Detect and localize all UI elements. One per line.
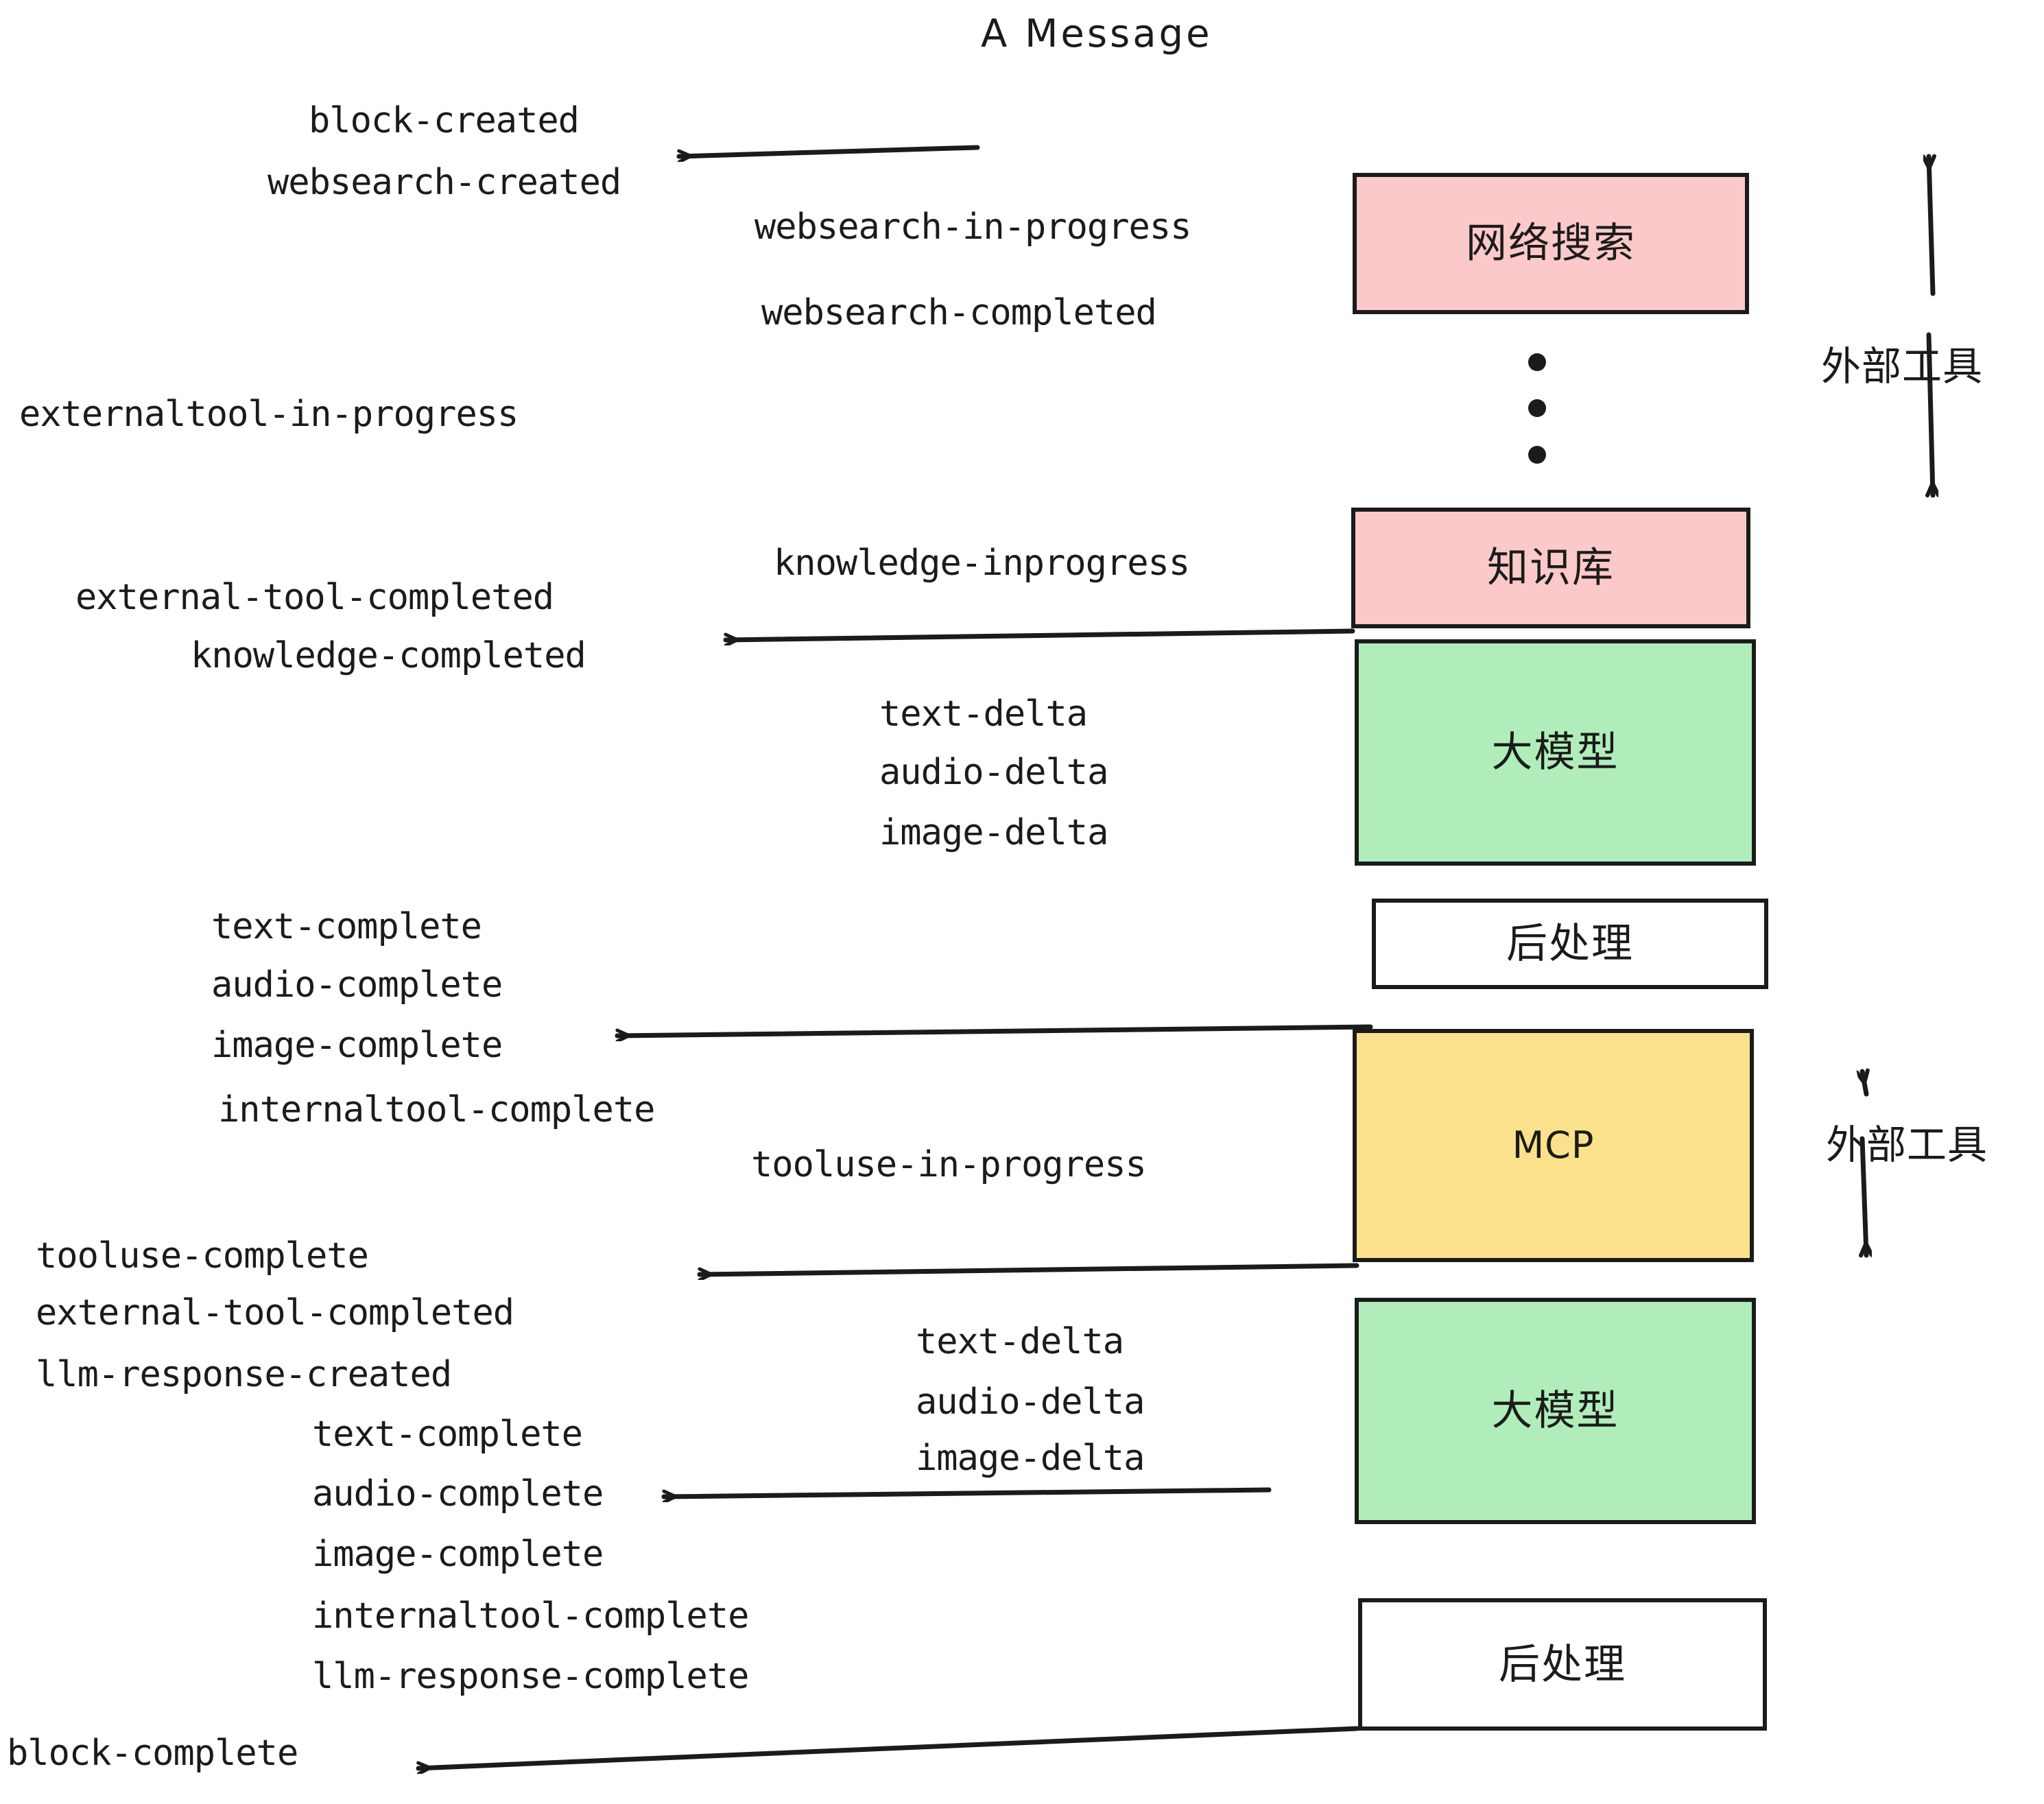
scope-arrows	[1862, 154, 1933, 1258]
knowledge-arrow	[723, 628, 1355, 640]
event-label: image-complete	[211, 1025, 503, 1066]
box-label-mcp: MCP	[1512, 1124, 1595, 1167]
box-knowledge: 知识库	[1351, 508, 1750, 628]
event-label: external-tool-completed	[75, 577, 554, 618]
event-label: internaltool-complete	[312, 1595, 749, 1637]
event-label: text-delta	[879, 693, 1088, 735]
box-label-knowledge: 知识库	[1487, 544, 1615, 592]
box-label-llm-bottom: 大模型	[1491, 1387, 1619, 1435]
event-label: tooluse-complete	[36, 1235, 369, 1277]
flow-arrows	[416, 145, 1373, 1768]
event-label: audio-delta	[879, 752, 1108, 793]
box-postprocess-top: 后处理	[1372, 899, 1768, 989]
tooluse-complete-arrow	[697, 1263, 1359, 1274]
ellipsis-dot-icon	[1528, 353, 1546, 371]
event-label: block-created	[309, 100, 580, 141]
external-tool-range-top-down-arrow	[1929, 332, 1933, 498]
event-label: knowledge-inprogress	[774, 543, 1190, 584]
event-label: audio-complete	[312, 1473, 604, 1515]
box-websearch: 网络搜索	[1353, 173, 1749, 314]
event-label: knowledge-completed	[191, 635, 586, 676]
event-label: text-complete	[312, 1414, 583, 1455]
ellipsis-dot-icon	[1528, 399, 1546, 417]
event-label: internaltool-complete	[218, 1089, 655, 1130]
box-label-postprocess-bottom: 后处理	[1499, 1640, 1626, 1689]
box-label-websearch: 网络搜索	[1466, 219, 1636, 268]
event-label: text-delta	[916, 1321, 1124, 1362]
external-tool-scope-label: 外部工具	[1826, 1121, 1988, 1168]
external-tool-range-top-up-arrow	[1929, 154, 1933, 296]
event-label: audio-complete	[211, 964, 503, 1006]
box-postprocess-bottom: 后处理	[1358, 1598, 1767, 1731]
external-tool-range-bottom-down-arrow	[1862, 1136, 1866, 1258]
box-mcp: MCP	[1353, 1029, 1754, 1262]
event-label: image-delta	[916, 1438, 1145, 1479]
event-label: external-tool-completed	[36, 1292, 514, 1333]
external-tool-scope-label: 外部工具	[1821, 343, 1984, 390]
image-complete-arrow	[615, 1024, 1373, 1036]
audio-complete-arrow	[661, 1487, 1272, 1497]
event-label: websearch-completed	[761, 292, 1157, 333]
block-complete-arrow	[416, 1726, 1359, 1768]
page-title: A Message	[981, 12, 1213, 56]
event-label: audio-delta	[916, 1381, 1145, 1423]
event-label: externaltool-in-progress	[19, 394, 519, 435]
event-label: llm-response-created	[36, 1354, 452, 1395]
ellipsis-dot-icon	[1528, 446, 1546, 464]
event-label: websearch-created	[268, 162, 621, 203]
event-label: websearch-in-progress	[754, 206, 1191, 248]
event-label: text-complete	[211, 906, 482, 947]
event-label: tooluse-in-progress	[751, 1144, 1147, 1185]
event-label: block-complete	[7, 1733, 298, 1774]
box-llm-top: 大模型	[1355, 639, 1756, 866]
block-created-arrow	[676, 145, 980, 156]
external-tool-range-bottom-up-arrow	[1862, 1071, 1866, 1097]
event-label: image-delta	[879, 812, 1108, 853]
box-llm-bottom: 大模型	[1355, 1298, 1756, 1524]
box-label-llm-top: 大模型	[1491, 728, 1619, 776]
event-label: llm-response-complete	[312, 1656, 749, 1697]
box-label-postprocess-top: 后处理	[1506, 920, 1634, 968]
event-label: image-complete	[312, 1534, 604, 1575]
